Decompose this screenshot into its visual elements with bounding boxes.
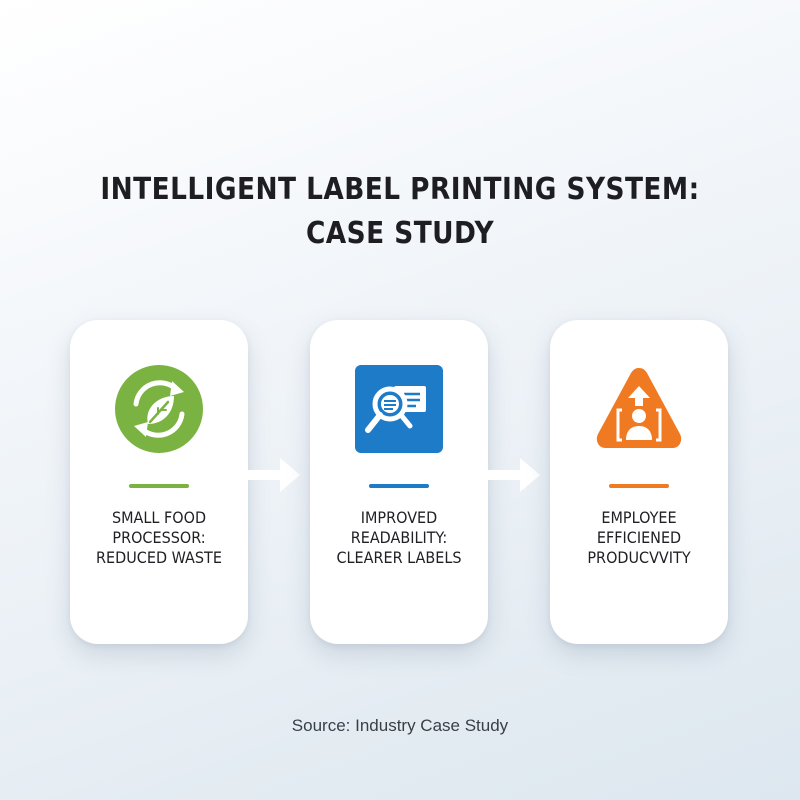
card-label-line: PROCESSOR:	[112, 528, 206, 547]
card-label-line: CLEARER LABELS	[336, 548, 462, 567]
flow-arrow-icon	[248, 458, 300, 492]
card-divider	[129, 484, 189, 488]
case-card-employee-productivity: EMPLOYEE EFFICIENED PRODUCVVITY	[550, 320, 728, 644]
case-card-clearer-labels: IMPROVED READABILITY: CLEARER LABELS	[310, 320, 488, 644]
flow-arrow-icon	[488, 458, 540, 492]
case-card-reduced-waste: SMALL FOOD PROCESSOR: REDUCED WASTE	[70, 320, 248, 644]
card-label-line: REDUCED WASTE	[96, 548, 222, 567]
source-caption: Source: Industry Case Study	[291, 716, 509, 735]
card-label-line: PRODUCVVITY	[587, 548, 691, 567]
card-label-line: EMPLOYEE	[601, 508, 677, 527]
card-label-line: SMALL FOOD	[111, 508, 207, 527]
title-line-1: INTELLIGENT LABEL PRINTING SYSTEM:	[100, 172, 700, 207]
card-divider	[609, 484, 669, 488]
card-label: SMALL FOOD PROCESSOR: REDUCED WASTE	[79, 508, 239, 568]
card-label-line: EFFICIENED	[596, 528, 682, 547]
card-divider	[369, 484, 429, 488]
card-label-line: IMPROVED	[360, 508, 438, 527]
card-label-line: READABILITY:	[350, 528, 448, 547]
magnify-document-icon	[354, 364, 444, 454]
recycle-leaf-icon	[114, 364, 204, 454]
card-label: EMPLOYEE EFFICIENED PRODUCVVITY	[559, 508, 719, 568]
page-title: INTELLIGENT LABEL PRINTING SYSTEM: CASE …	[48, 168, 752, 256]
title-line-2: CASE STUDY	[305, 216, 495, 251]
card-label: IMPROVED READABILITY: CLEARER LABELS	[319, 508, 479, 568]
employee-warning-icon	[594, 364, 684, 454]
